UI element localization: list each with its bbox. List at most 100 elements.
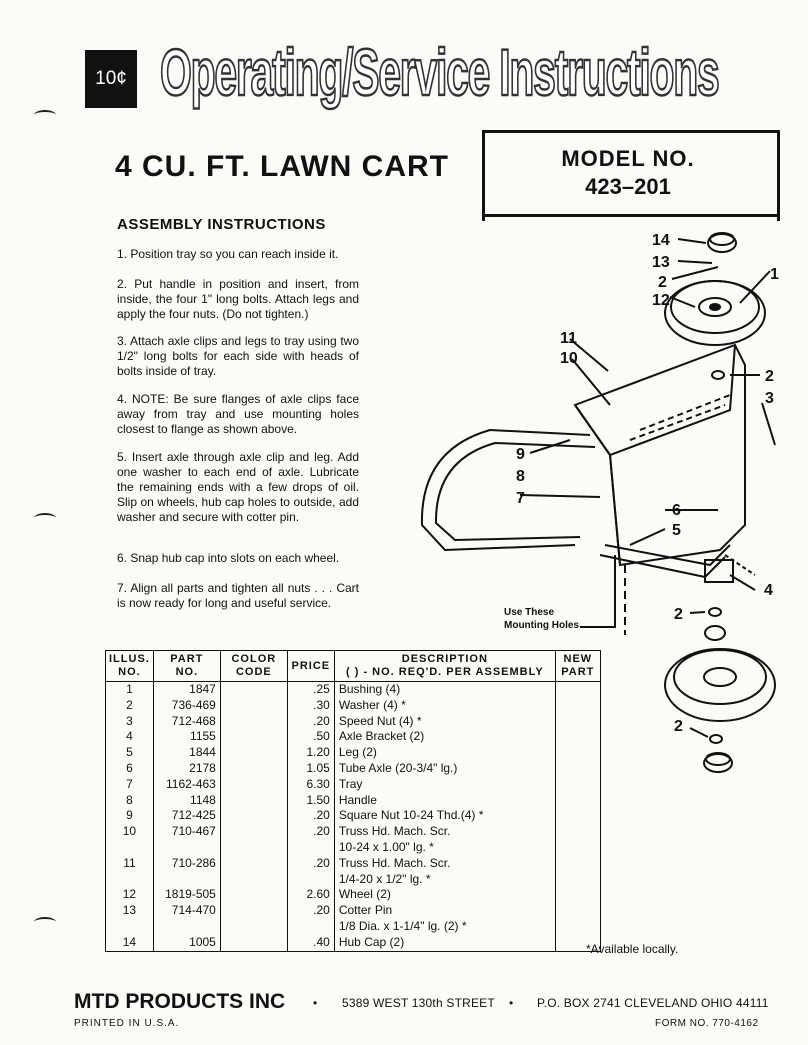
cell-illus: 12 (105, 887, 154, 904)
callout-13: 13 (652, 254, 670, 271)
cell-price: .40 (286, 934, 335, 952)
printed-in: PRINTED IN U.S.A. (74, 1018, 180, 1029)
cell-part: 714-470 (152, 903, 221, 919)
cell-part: 736-469 (152, 697, 221, 714)
callout-3: 3 (765, 390, 774, 407)
cell-part: 2178 (152, 760, 221, 777)
cell-illus (105, 839, 154, 856)
cell-part (152, 918, 221, 935)
cell-price: .20 (286, 855, 335, 872)
cell-price: .20 (286, 903, 335, 919)
cell-illus: 9 (105, 808, 154, 825)
cell-new (554, 792, 601, 809)
cell-price (286, 918, 335, 935)
assembly-step-7: 7. Align all parts and tighten all nuts … (117, 581, 359, 610)
cell-part (152, 871, 221, 888)
callout-2a: 2 (658, 274, 667, 291)
cell-color (219, 776, 288, 793)
cell-desc: Hub Cap (2) (333, 934, 556, 952)
cell-illus: 3 (105, 713, 154, 730)
cell-illus: 5 (105, 745, 154, 761)
cell-desc: Washer (4) * (333, 697, 556, 714)
binder-hole-mark (34, 513, 56, 523)
cell-new (554, 776, 601, 793)
cell-color (219, 839, 288, 856)
cell-price: .30 (286, 697, 335, 714)
cell-part (152, 839, 221, 856)
cell-desc: Tube Axle (20-3/4" lg.) (333, 760, 556, 777)
cell-price: 2.60 (286, 887, 335, 904)
cell-desc: Tray (333, 776, 556, 793)
cell-desc: Bushing (4) (333, 681, 556, 698)
cell-color (219, 934, 288, 952)
cell-illus: 1 (105, 681, 154, 698)
cell-part: 1148 (152, 792, 221, 809)
callout-5: 5 (672, 522, 681, 539)
cell-color (219, 918, 288, 935)
callout-4: 4 (764, 582, 773, 599)
cell-price (286, 871, 335, 888)
cell-part: 1155 (152, 729, 221, 746)
assembly-heading: ASSEMBLY INSTRUCTIONS (117, 216, 326, 233)
cell-illus: 7 (105, 776, 154, 793)
cell-new (554, 745, 601, 761)
cell-new (554, 934, 601, 952)
cell-new (554, 760, 601, 777)
available-locally-note: *Available locally. (586, 942, 679, 956)
cell-illus: 10 (105, 824, 154, 840)
cell-color (219, 887, 288, 904)
company-street: 5389 WEST 130th STREET (342, 996, 495, 1010)
callout-6: 6 (672, 502, 681, 519)
callout-2b: 2 (765, 368, 774, 385)
cell-color (219, 871, 288, 888)
cell-new (554, 697, 601, 714)
cell-price (286, 839, 335, 856)
cell-price: 1.05 (286, 760, 335, 777)
model-box (482, 130, 780, 221)
cell-color (219, 745, 288, 761)
header-illus: ILLUS.NO. (105, 650, 154, 682)
cell-desc: Truss Hd. Mach. Scr. (333, 824, 556, 840)
cell-color (219, 808, 288, 825)
product-title: 4 CU. FT. LAWN CART (115, 150, 449, 183)
model-box-bottom-rule (482, 214, 777, 217)
callout-7: 7 (516, 490, 525, 507)
cell-price: 1.20 (286, 745, 335, 761)
cell-part: 1162-463 (152, 776, 221, 793)
cell-new (554, 681, 601, 698)
callout-12: 12 (652, 292, 670, 309)
cell-new (554, 839, 601, 856)
assembly-step-4: 4. NOTE: Be sure flanges of axle clips f… (117, 392, 359, 436)
cell-color (219, 903, 288, 919)
cell-desc: Square Nut 10-24 Thd.(4) * (333, 808, 556, 825)
cell-desc: 1/4-20 x 1/2" lg. * (333, 871, 556, 888)
model-label: MODEL NO. (561, 146, 695, 171)
model-number: 423–201 (585, 174, 671, 199)
cell-desc: 10-24 x 1.00" lg. * (333, 839, 556, 856)
callout-1: 1 (770, 266, 779, 283)
callout-14: 14 (652, 232, 670, 249)
cell-price: .20 (286, 713, 335, 730)
cell-illus: 11 (105, 855, 154, 872)
cell-part: 1847 (152, 681, 221, 698)
cell-new (554, 887, 601, 904)
price-badge: 10¢ (85, 50, 137, 108)
cell-illus: 13 (105, 903, 154, 919)
cell-desc: Handle (333, 792, 556, 809)
form-number: FORM NO. 770-4162 (655, 1018, 759, 1029)
callout-2c: 2 (674, 606, 683, 623)
cell-new (554, 713, 601, 730)
